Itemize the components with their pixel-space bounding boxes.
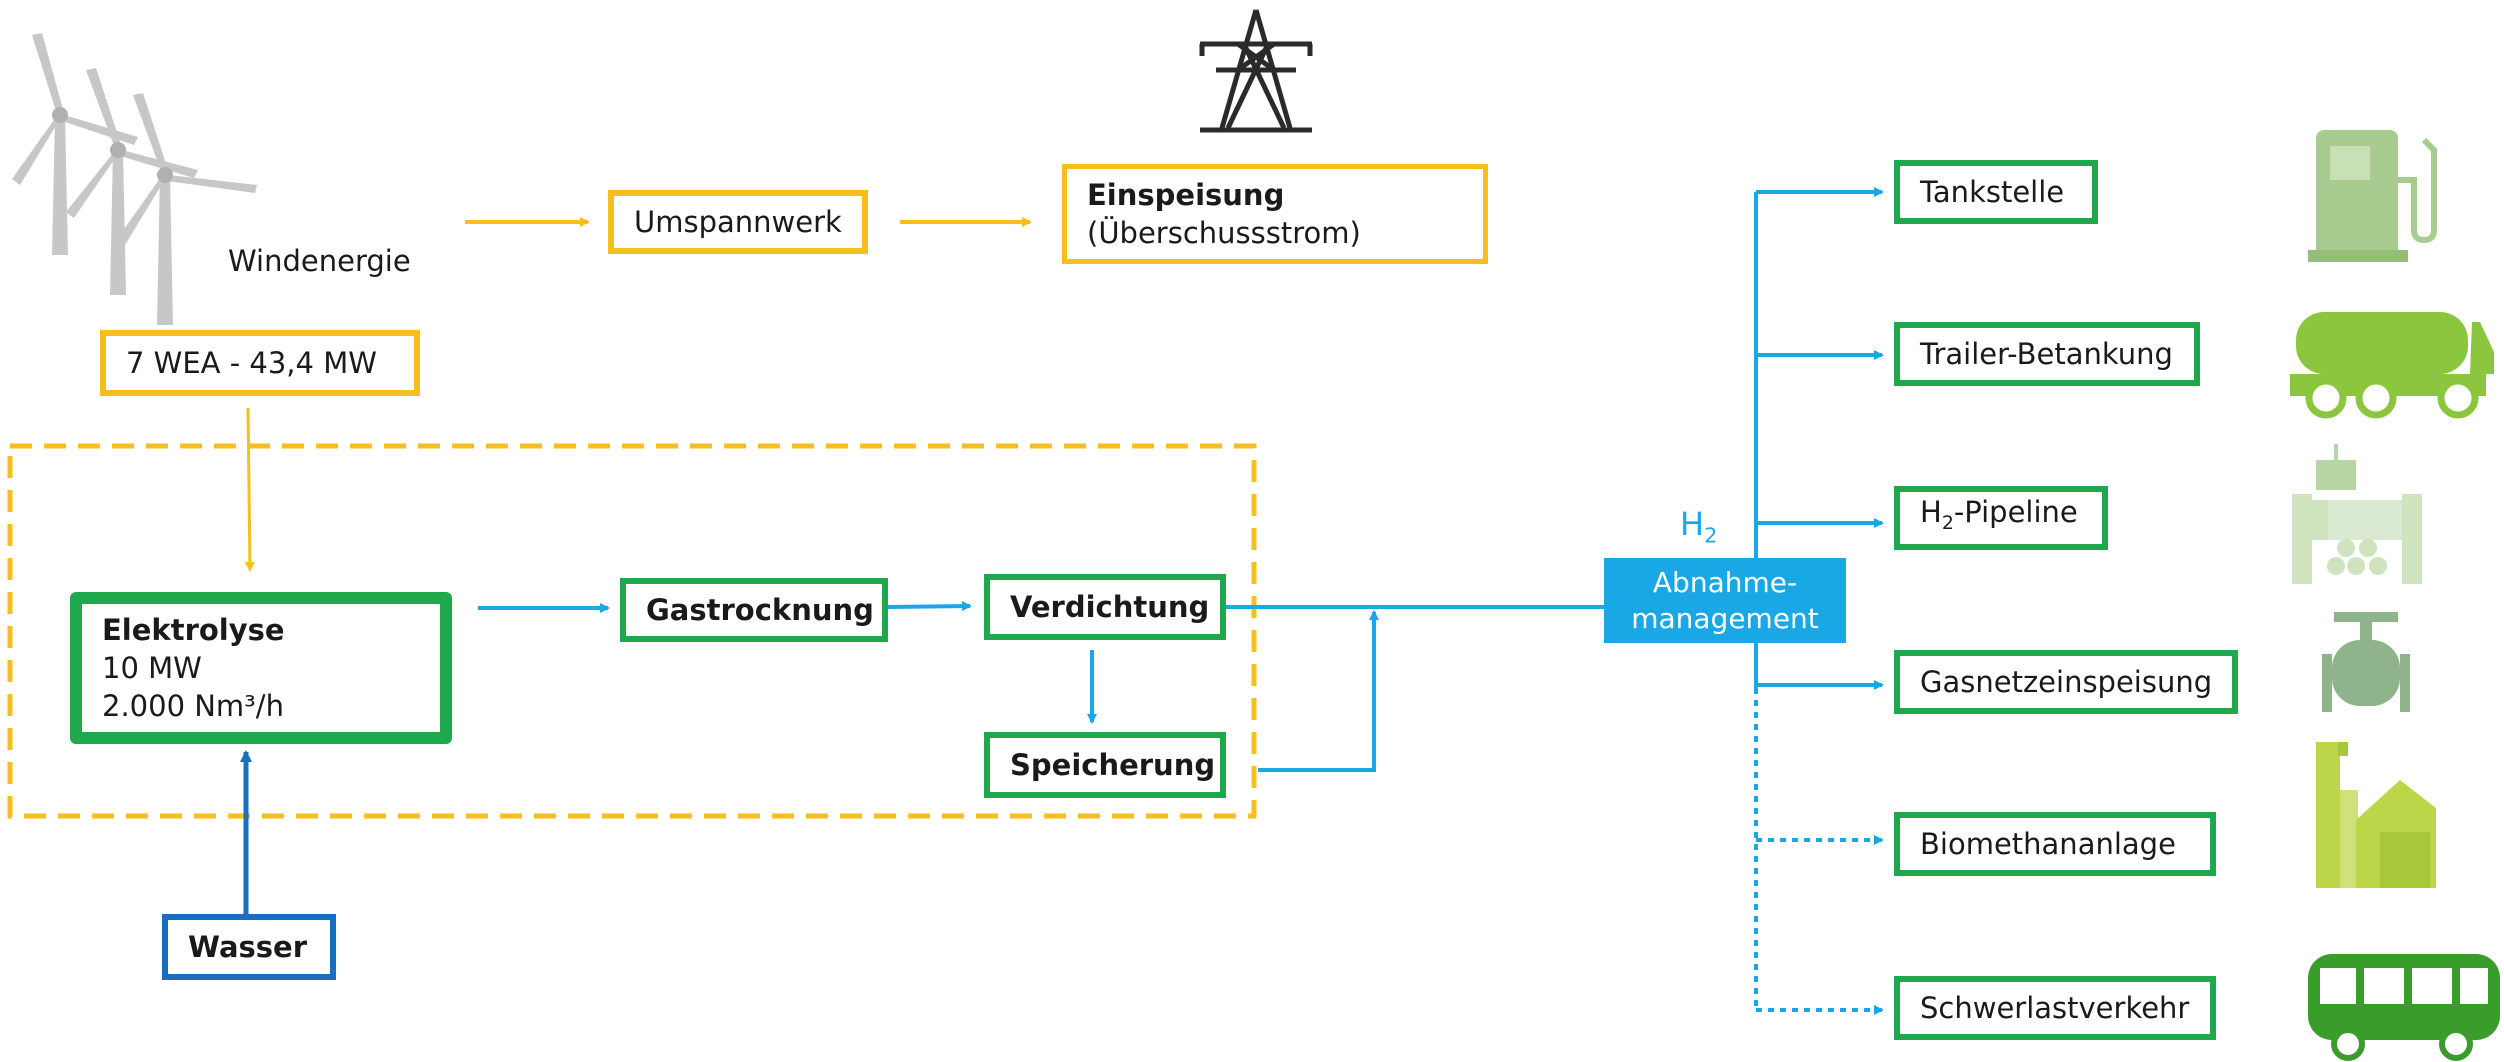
output-trailer-betankung: Trailer-Betankung: [1894, 322, 2200, 386]
umspannwerk-text: Umspannwerk: [634, 205, 842, 239]
output-biomethananlage: Biomethananlage: [1894, 812, 2216, 876]
einspeisung-sub: (Überschussstrom): [1087, 216, 1361, 250]
output-gasnetzeinspeisung: Gasnetzeinspeisung: [1894, 650, 2238, 714]
bus-icon: [2308, 954, 2500, 1061]
tanker-truck-icon: [2290, 312, 2494, 419]
elektrolyse-box: Elektrolyse 10 MW 2.000 Nm³/h: [70, 592, 452, 744]
pipeline-valve-icon: [2292, 444, 2422, 584]
output-h2-pipeline: H2-Pipeline: [1894, 486, 2108, 550]
pipeline-text: H2-Pipeline: [1920, 495, 2078, 534]
umspannwerk-box: Umspannwerk: [608, 190, 868, 254]
abnahme-line2: management: [1631, 601, 1819, 635]
biomethan-text: Biomethananlage: [1920, 827, 2176, 861]
verdichtung-box: Verdichtung: [984, 574, 1226, 640]
windenergie-label: Windenergie: [228, 244, 411, 278]
wea-text: 7 WEA - 43,4 MW: [126, 346, 377, 380]
gastrocknung-text: Gastrocknung: [646, 593, 874, 627]
elektrolyse-power: 10 MW: [102, 651, 202, 685]
wasser-box: Wasser: [162, 914, 336, 980]
schwerlast-text: Schwerlastverkehr: [1920, 991, 2190, 1025]
elektrolyse-title: Elektrolyse: [102, 613, 285, 647]
wind-turbines-icon: [12, 33, 257, 325]
speicherung-box: Speicherung: [984, 732, 1226, 798]
gastrocknung-box: Gastrocknung: [620, 578, 888, 642]
system-boundary: [7, 443, 1257, 819]
trailer-text: Trailer-Betankung: [1920, 337, 2173, 371]
output-schwerlastverkehr: Schwerlastverkehr: [1894, 976, 2216, 1040]
elektrolyse-flow: 2.000 Nm³/h: [102, 689, 284, 723]
verdichtung-text: Verdichtung: [1010, 590, 1210, 624]
gasnetz-text: Gasnetzeinspeisung: [1920, 665, 2213, 699]
wea-box: 7 WEA - 43,4 MW: [100, 330, 420, 396]
biogas-plant-icon: [2316, 742, 2436, 888]
power-pylon-icon: [1199, 9, 1313, 133]
output-tankstelle: Tankstelle: [1894, 160, 2098, 224]
einspeisung-box: Einspeisung (Überschussstrom): [1062, 164, 1488, 264]
h2-label: H2: [1680, 505, 1718, 548]
arrow-wea-elektrolyse: [244, 407, 255, 572]
fuel-pump-icon: [2308, 130, 2437, 262]
wasser-text: Wasser: [188, 930, 308, 964]
arrow-speicherung-merge: [1258, 610, 1379, 772]
gas-valve-icon: [2322, 612, 2410, 712]
speicherung-text: Speicherung: [1010, 748, 1216, 782]
arrow-gastrocknung-verdichtung: [887, 601, 972, 612]
tankstelle-text: Tankstelle: [1920, 175, 2065, 209]
abnahme-line1: Abnahme-: [1652, 565, 1798, 599]
abnahmemanagement-box: Abnahme- management: [1604, 558, 1846, 643]
einspeisung-title: Einspeisung: [1087, 178, 1285, 212]
